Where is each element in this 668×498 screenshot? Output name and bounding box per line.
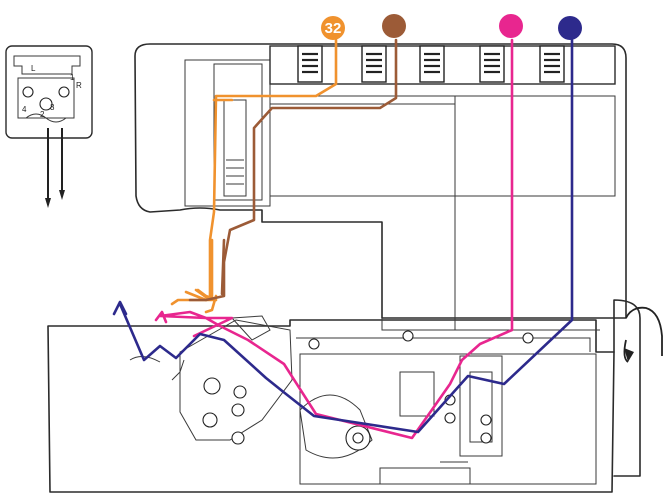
thread-marker-4 (558, 16, 582, 40)
pink-thread-arrow-icon (154, 310, 168, 324)
inset-label-1: 1 (70, 73, 75, 82)
inset-label-l: L (31, 64, 36, 73)
inset-label-3: 3 (50, 103, 55, 112)
inset-label-4: 4 (22, 105, 27, 114)
machine-upper-body (134, 43, 627, 319)
tension-dial-1 (297, 45, 323, 83)
needle-inset: L R 1 2 3 4 (5, 45, 93, 208)
thread-marker-1: 32 (321, 16, 345, 40)
inset-needles (45, 128, 65, 208)
thread-markers: 32 (321, 14, 582, 40)
navy-thread-arrow-icon (112, 300, 128, 316)
tension-dial-3 (419, 45, 445, 83)
tension-dial-5 (539, 45, 565, 83)
handwheel-direction-arrow-icon (624, 348, 634, 362)
thread-marker-2 (382, 14, 406, 38)
inset-label-r: R (76, 81, 82, 90)
orange-thread-tail (184, 290, 208, 302)
handwheel (613, 299, 663, 477)
thread-marker-1-label: 32 (325, 20, 342, 37)
tension-dials (297, 45, 565, 83)
navy-thread-path (118, 38, 574, 434)
thread-marker-3 (499, 14, 523, 38)
pink-thread-path (158, 38, 514, 440)
orange-thread-needle (204, 294, 218, 314)
inset-label-2: 2 (40, 110, 45, 119)
machine-lower-body (47, 315, 615, 493)
brown-thread-path (188, 38, 398, 302)
thread-paths (112, 38, 574, 440)
tension-dial-4 (479, 45, 505, 83)
tension-dial-2 (361, 45, 387, 83)
brown-thread-needle (220, 238, 226, 296)
orange-thread-path (170, 38, 338, 306)
